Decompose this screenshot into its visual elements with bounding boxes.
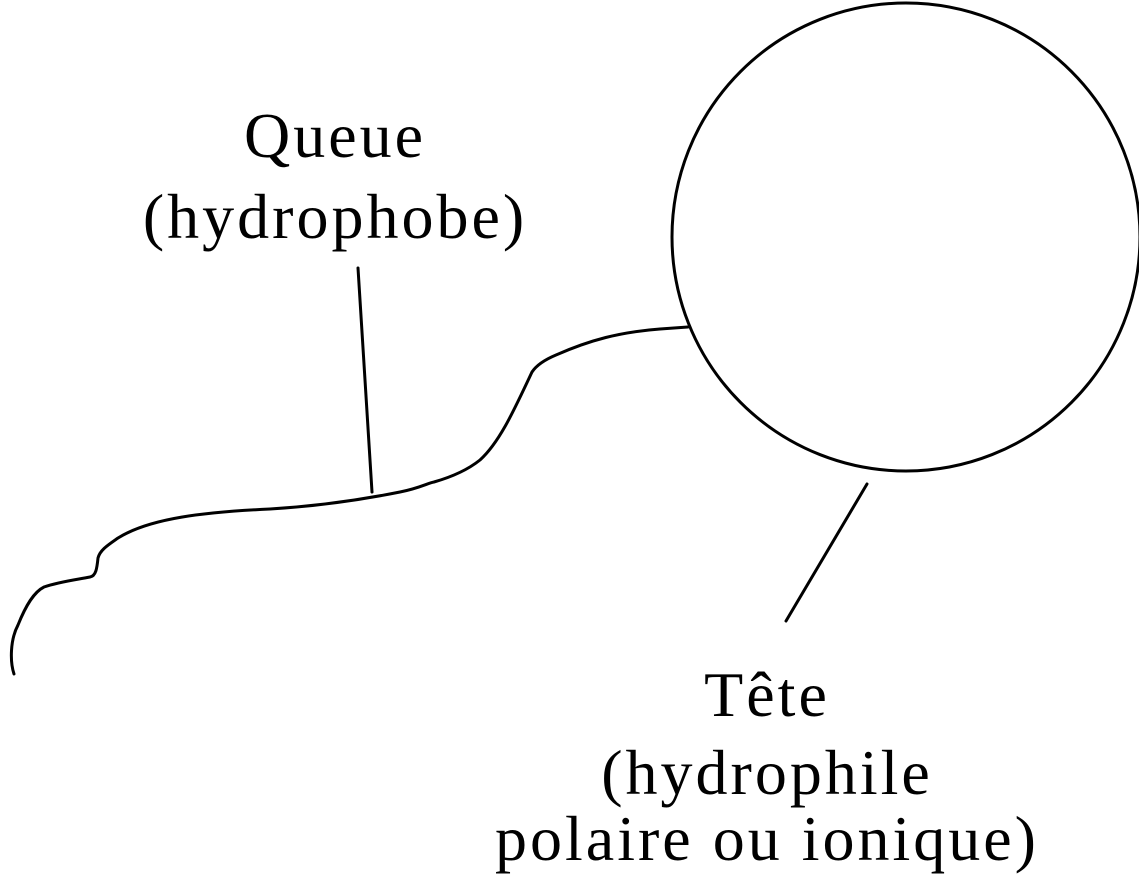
head-label-detail: polaire ou ionique) [495, 803, 1039, 874]
head-label-title: Tête [704, 659, 830, 730]
tail-label-subtitle: (hydrophobe) [143, 181, 527, 252]
head-pointer-line [784, 482, 869, 623]
tail-label-title: Queue [244, 100, 426, 171]
hydrophobic-tail-chain [9, 325, 690, 676]
head-label-subtitle: (hydrophile [601, 737, 933, 808]
tail-pointer-line [356, 266, 374, 494]
hydrophilic-head-circle [670, 1, 1139, 473]
